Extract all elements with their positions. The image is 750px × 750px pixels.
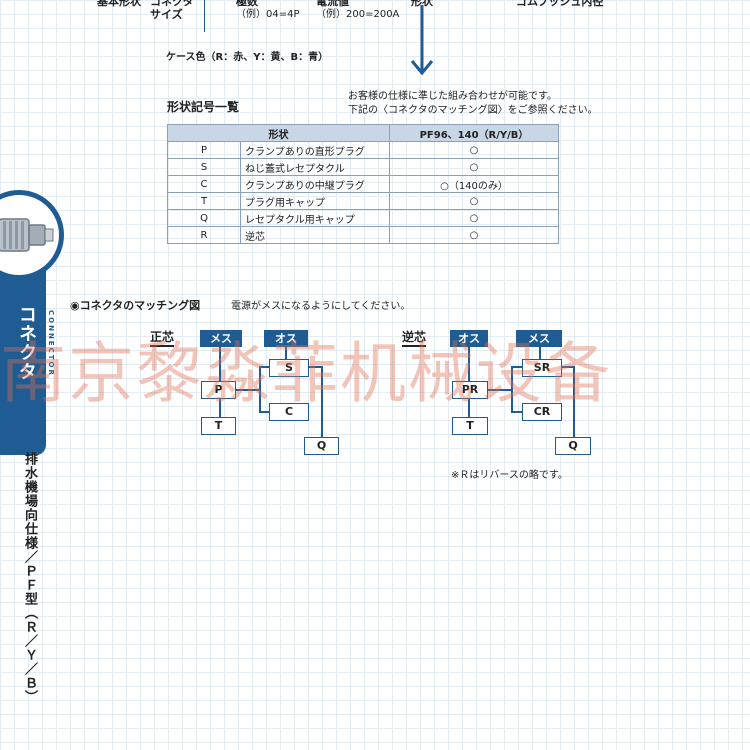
row-mark: ○ [389, 209, 559, 227]
spec-case-color: ケース色（R：赤、Y：黄、B：青） [166, 52, 329, 63]
header-shape: 形状 [167, 124, 390, 142]
reverse-line [539, 347, 541, 359]
normal-male-header: オス [264, 330, 308, 347]
normal-box-c: C [269, 403, 309, 421]
reverse-line [468, 347, 470, 381]
table-title: 形状記号一覧 [167, 100, 240, 114]
row-mark: ○ [389, 141, 559, 159]
row-code: S [167, 158, 241, 176]
reverse-line [573, 366, 575, 437]
connector-icon [0, 218, 54, 252]
normal-line [259, 366, 269, 368]
normal-line [259, 366, 261, 412]
spec-bracket-line [204, 0, 205, 32]
row-name: レセプタクル用キャップ [240, 209, 390, 227]
matching-subtitle: 電源がメスになるようにしてください。 [231, 301, 411, 312]
normal-line [219, 399, 221, 417]
reverse-line [511, 366, 522, 368]
reverse-female-header: メス [516, 330, 562, 347]
spec-current: 電流値 （例）200=200A [316, 0, 399, 21]
shape-code-table: 形状 PF96、140（R/Y/B） P クランプありの直形プラグ ○ S ねじ… [167, 124, 559, 244]
row-mark: ○ [389, 226, 559, 244]
spec-current-example: （例）200=200A [316, 9, 400, 20]
side-category-jp: コネクタ [16, 305, 37, 381]
watermark: 南京黎淼菲机械设备 [0, 335, 612, 412]
normal-female-header: メス [200, 330, 242, 347]
table-row: C クランプありの中継プラグ ○（140のみ） [167, 175, 559, 193]
header-model: PF96、140（R/Y/B） [389, 124, 559, 142]
row-name: プラグ用キャップ [240, 192, 390, 210]
spec-connector-size-line2: サイズ [150, 8, 183, 21]
reverse-male-header: オス [450, 330, 488, 347]
row-name: クランプありの中継プラグ [240, 175, 390, 193]
reverse-line [511, 366, 513, 412]
spec-current-label: 電流値 [316, 0, 349, 8]
spec-connector-size: コネクタ サイズ [150, 0, 194, 21]
reverse-line [511, 411, 522, 413]
normal-line [259, 411, 269, 413]
normal-box-s: S [269, 359, 309, 377]
reverse-line [487, 389, 511, 391]
normal-line [321, 366, 323, 437]
spec-shape: 形状 [411, 0, 433, 8]
row-code: R [167, 226, 241, 244]
notes: お客様の仕様に準じた組み合わせが可能です。 下記の〈コネクタのマッチング図〉をご… [348, 90, 598, 118]
normal-line [235, 389, 259, 391]
connector-thumbnail [0, 190, 64, 280]
normal-line [285, 347, 287, 359]
row-code: P [167, 141, 241, 159]
row-mark: ○ [389, 192, 559, 210]
table-row: P クランプありの直形プラグ ○ [167, 141, 559, 159]
row-code: Q [167, 209, 241, 227]
reverse-box-q: Q [555, 437, 591, 455]
spec-poles: 極数 （例）04=4P [236, 0, 300, 21]
spec-basic-shape: 基本形状 [97, 0, 141, 8]
side-category-en: CONNECTOR [47, 310, 55, 377]
reverse-box-t: T [452, 417, 488, 435]
table-row: R 逆芯 ○ [167, 226, 559, 244]
note-line-2: 下記の〈コネクタのマッチング図〉をご参照ください。 [348, 105, 598, 116]
spec-bushing: ゴムブッシュ内径 [516, 0, 604, 8]
matching-title: ◉コネクタのマッチング図 [70, 299, 201, 312]
row-code: T [167, 192, 241, 210]
row-mark: ○（140のみ） [389, 175, 559, 193]
spec-connector-size-line1: コネクタ [150, 0, 194, 8]
reverse-box-cr: CR [522, 403, 562, 421]
matching-footnote: ※Ｒはリバースの略です。 [451, 470, 568, 481]
normal-box-t: T [201, 417, 236, 435]
table-row: S ねじ蓋式レセプタクル ○ [167, 158, 559, 176]
spec-poles-label: 極数 [236, 0, 258, 8]
normal-box-q: Q [304, 437, 339, 455]
reverse-box-sr: SR [522, 359, 562, 377]
reverse-label: 逆芯 [402, 330, 427, 347]
normal-line [308, 366, 321, 368]
row-name: クランプありの直形プラグ [240, 141, 390, 159]
spec-poles-example: （例）04=4P [236, 9, 300, 20]
table-row: T プラグ用キャップ ○ [167, 192, 559, 210]
table-row: Q レセプタクル用キャップ ○ [167, 209, 559, 227]
normal-box-p: P [201, 381, 236, 399]
row-name: 逆芯 [240, 226, 390, 244]
reverse-line [468, 399, 470, 417]
row-mark: ○ [389, 158, 559, 176]
row-name: ねじ蓋式レセプタクル [240, 158, 390, 176]
row-code: C [167, 175, 241, 193]
reverse-line [561, 366, 573, 368]
arrow-down-icon [410, 5, 434, 76]
side-product-name: 排水機場向仕様／ＰＦ型（Ｒ／Ｙ／Ｂ） [22, 452, 37, 704]
normal-line [219, 347, 221, 381]
table-header-row: 形状 PF96、140（R/Y/B） [167, 124, 559, 142]
reverse-box-pr: PR [452, 381, 488, 399]
note-line-1: お客様の仕様に準じた組み合わせが可能です。 [348, 91, 557, 102]
normal-label: 正芯 [150, 330, 175, 347]
